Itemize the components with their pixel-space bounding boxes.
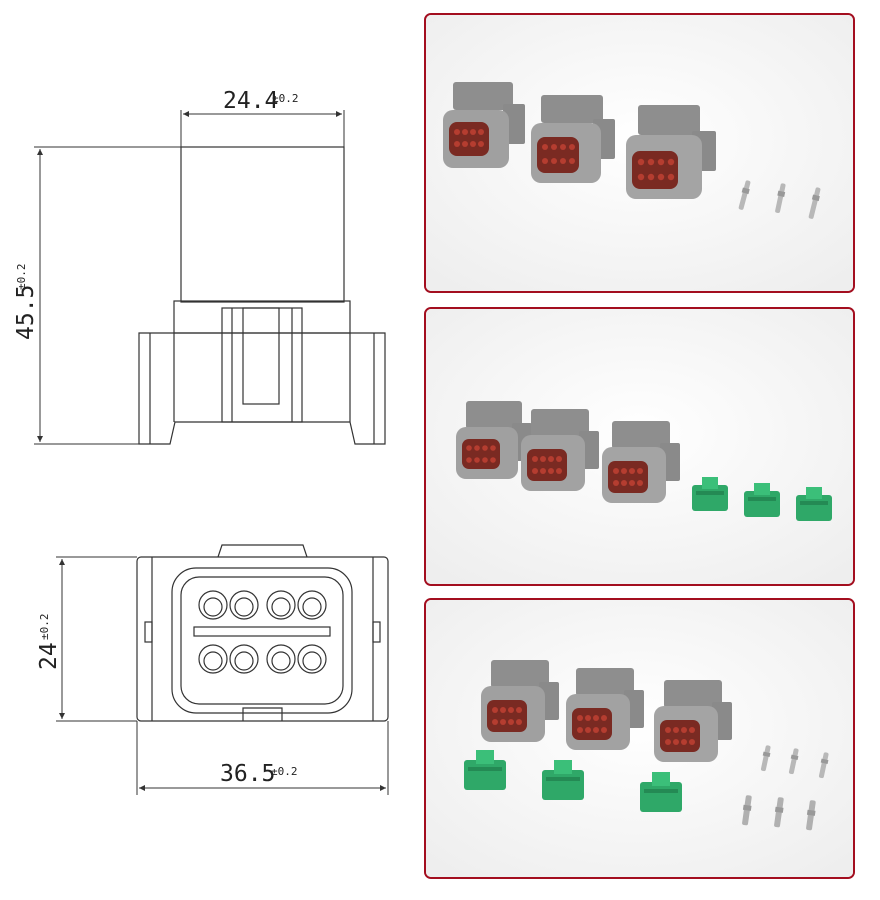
side-height-tolerance: ±0.2 — [15, 264, 28, 291]
terminal-pin — [775, 183, 786, 214]
green-wedge-lock — [464, 750, 506, 790]
terminal-pin — [806, 800, 816, 831]
gray-connector — [521, 409, 599, 491]
gray-connector — [456, 401, 532, 479]
gray-connector — [654, 680, 732, 762]
gray-connector — [566, 668, 644, 750]
photo-panel-connectors-and-pins — [424, 13, 855, 293]
green-wedge-lock — [640, 772, 682, 812]
front-height-tolerance: ±0.2 — [38, 614, 51, 641]
front-height-value: 24 — [36, 642, 62, 670]
front-width-tolerance: ±0.2 — [271, 765, 298, 778]
green-wedge-lock — [796, 487, 832, 521]
gray-connector — [481, 660, 559, 742]
gray-connector — [602, 421, 680, 503]
front-view — [136, 544, 389, 722]
top-width-tolerance: ±0.2 — [272, 92, 299, 105]
gray-connector — [626, 105, 716, 199]
terminal-pin — [818, 752, 829, 779]
terminal-pin — [788, 748, 799, 775]
terminal-pin — [738, 180, 751, 210]
side-height-value: 45.5 — [13, 285, 39, 340]
green-wedge-lock — [542, 760, 584, 800]
top-width-value: 24.4 — [223, 88, 278, 114]
terminal-pin — [742, 795, 752, 826]
green-wedge-lock — [692, 477, 728, 511]
photo-panel-full-kit — [424, 598, 855, 879]
gray-connector — [531, 95, 615, 183]
technical-drawing: 24.4 ±0.2 45.5 ±0.2 — [13, 88, 389, 795]
front-width-value: 36.5 — [220, 761, 275, 787]
gray-connector — [443, 82, 525, 168]
terminal-pin — [760, 745, 771, 772]
photo-panel-connectors-and-wedges — [424, 307, 855, 586]
side-view — [138, 146, 386, 445]
green-wedge-lock — [744, 483, 780, 517]
terminal-pin — [808, 187, 821, 219]
terminal-pin — [774, 797, 784, 828]
